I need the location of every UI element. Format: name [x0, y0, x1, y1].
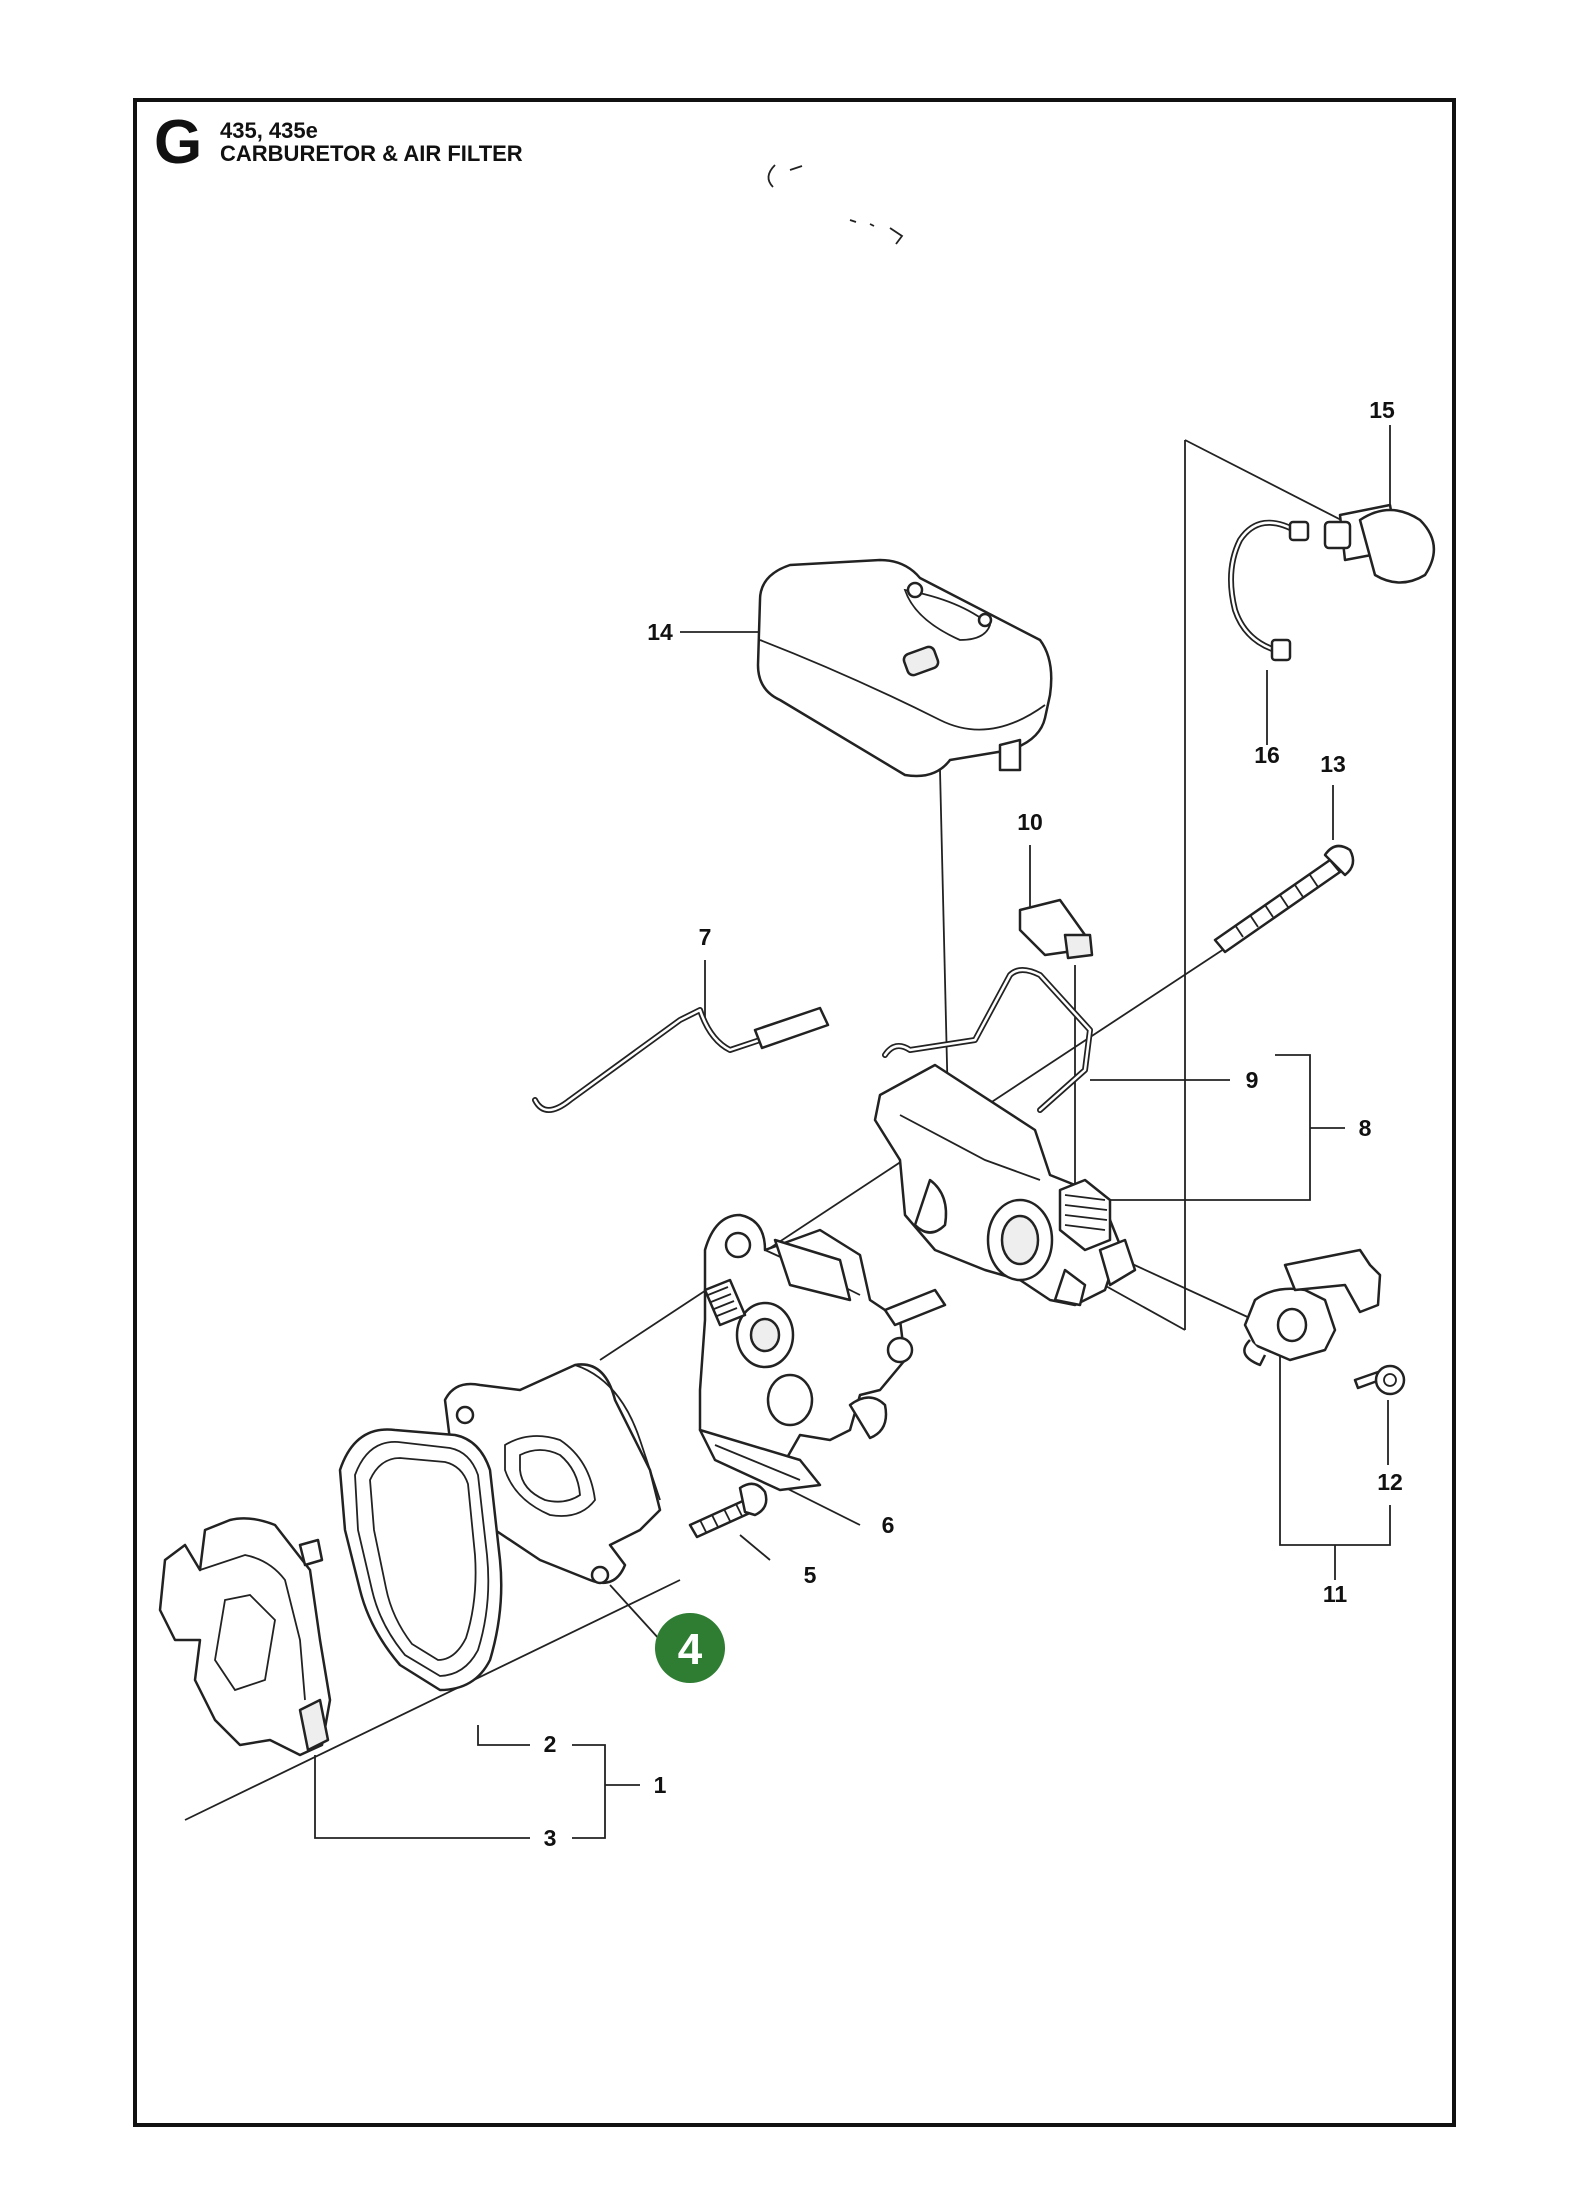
callout-7: 7	[699, 924, 712, 950]
primer-bulb	[1323, 503, 1436, 584]
callout-1: 1	[654, 1772, 667, 1798]
callout-10: 10	[1017, 809, 1043, 835]
section-title: CARBURETOR & AIR FILTER	[220, 141, 523, 166]
callout-5: 5	[804, 1562, 817, 1588]
stray-marks	[767, 164, 904, 245]
callout-13: 13	[1320, 751, 1346, 777]
choke-rod	[532, 1006, 830, 1113]
highlight-callout-4: 4	[655, 1613, 725, 1683]
intake-gasket	[443, 1363, 662, 1585]
callout-8: 8	[1359, 1115, 1372, 1141]
screw-small	[1353, 1364, 1406, 1396]
long-bolt	[1213, 844, 1355, 954]
callout-16: 16	[1254, 742, 1280, 768]
choke-lever	[1243, 1248, 1382, 1367]
callout-9: 9	[1246, 1067, 1259, 1093]
filter-element	[338, 1428, 503, 1692]
throttle-rod	[882, 967, 1093, 1113]
fuel-hose	[1228, 519, 1310, 662]
callout-15: 15	[1369, 397, 1395, 423]
highlight-number: 4	[678, 1625, 703, 1674]
carburetor-holder	[873, 1063, 1137, 1307]
callout-6: 6	[882, 1512, 895, 1538]
callout-14: 14	[647, 619, 673, 645]
model-numbers: 435, 435e	[220, 118, 318, 143]
air-filter-cover	[756, 558, 1053, 778]
section-letter: G	[154, 108, 203, 177]
bolt	[688, 1482, 768, 1539]
callout-labels: 15 14 16 13 10 7 9 8 12 11 6 5 2 1 3	[544, 397, 1403, 1851]
callout-12: 12	[1377, 1469, 1403, 1495]
page-frame	[133, 98, 1456, 2127]
callout-11: 11	[1323, 1581, 1348, 1607]
carburetor	[698, 1213, 947, 1492]
callout-3: 3	[544, 1825, 557, 1851]
callout-2: 2	[544, 1731, 557, 1757]
filter-base	[158, 1517, 332, 1757]
highlight-circle	[655, 1613, 725, 1683]
clip	[1018, 898, 1094, 960]
assembly-lines	[184, 425, 1391, 1839]
